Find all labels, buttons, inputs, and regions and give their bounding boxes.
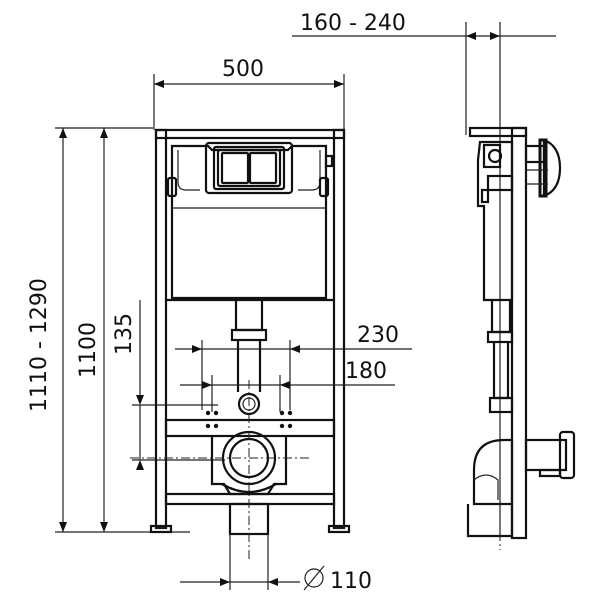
frame-side-view — [466, 126, 576, 550]
flush-plate — [204, 141, 294, 195]
mounting-points — [205, 410, 293, 429]
dimension-spacing-180: 180 — [180, 359, 395, 412]
depth-label: 160 - 240 — [300, 11, 406, 36]
dimension-depth: 160 - 240 — [292, 11, 556, 135]
dimension-height-range: 1110 - 1290 — [27, 127, 153, 532]
height-label: 1100 — [76, 322, 101, 378]
waste-outlet — [130, 380, 310, 560]
offset-label: 135 — [112, 313, 137, 355]
flush-pipe — [230, 298, 268, 416]
frame-width-label: 500 — [222, 57, 264, 82]
spacing-230-label: 230 — [357, 323, 399, 348]
dimension-height: 1100 — [55, 128, 190, 533]
dimension-offset-135: 135 — [112, 300, 225, 470]
pipe-diameter-label: 110 — [330, 569, 372, 594]
dimension-pipe-diameter: 110 — [180, 534, 372, 594]
spacing-180-label: 180 — [345, 359, 387, 384]
dimension-width: 500 — [153, 57, 345, 130]
dimension-spacing-230: 230 — [175, 323, 412, 410]
height-range-label: 1110 - 1290 — [27, 278, 52, 412]
